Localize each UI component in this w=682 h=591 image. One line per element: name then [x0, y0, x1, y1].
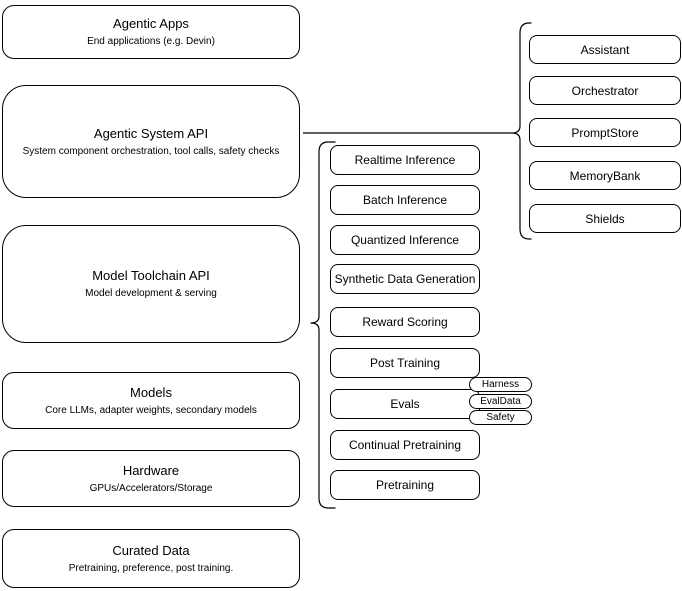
node-title: Curated Data — [112, 542, 190, 558]
node-orchestrator: Orchestrator — [529, 76, 681, 105]
node-subtitle: End applications (e.g. Devin) — [87, 36, 215, 47]
node-title: Agentic Apps — [113, 16, 189, 31]
node-hardware: Hardware GPUs/Accelerators/Storage — [2, 450, 300, 507]
node-subtitle: GPUs/Accelerators/Storage — [89, 482, 213, 494]
node-title: Model Toolchain API — [92, 268, 210, 283]
node-quantized-inference: Quantized Inference — [330, 225, 480, 255]
node-shields: Shields — [529, 204, 681, 233]
node-model-toolchain-api: Model Toolchain API Model development & … — [2, 225, 300, 343]
node-title: Hardware — [122, 462, 180, 478]
node-evals: Evals — [330, 389, 480, 419]
node-curated-data: Curated Data Pretraining, preference, po… — [2, 529, 300, 588]
node-title: Agentic System API — [93, 125, 209, 141]
node-title: Models — [130, 384, 172, 400]
tag-evaldata: EvalData — [469, 394, 532, 409]
node-continual-pretraining: Continual Pretraining — [330, 430, 480, 460]
node-subtitle: System component orchestration, tool cal… — [22, 145, 280, 157]
tag-harness: Harness — [469, 377, 532, 392]
node-assistant: Assistant — [529, 35, 681, 64]
node-synthetic-data-generation: Synthetic Data Generation — [330, 264, 480, 294]
node-pretraining: Pretraining — [330, 470, 480, 500]
node-agentic-apps: Agentic Apps End applications (e.g. Devi… — [2, 5, 300, 59]
node-post-training: Post Training — [330, 348, 480, 378]
node-memorybank: MemoryBank — [529, 161, 681, 190]
node-batch-inference: Batch Inference — [330, 185, 480, 215]
node-subtitle: Core LLMs, adapter weights, secondary mo… — [45, 404, 257, 416]
node-models: Models Core LLMs, adapter weights, secon… — [2, 372, 300, 429]
node-promptstore: PromptStore — [529, 118, 681, 147]
node-agentic-system-api: Agentic System API System component orch… — [2, 85, 300, 198]
node-subtitle: Model development & serving — [85, 288, 217, 299]
tag-safety: Safety — [469, 410, 532, 425]
node-subtitle: Pretraining, preference, post training. — [68, 562, 234, 574]
node-reward-scoring: Reward Scoring — [330, 307, 480, 337]
node-realtime-inference: Realtime Inference — [330, 145, 480, 175]
